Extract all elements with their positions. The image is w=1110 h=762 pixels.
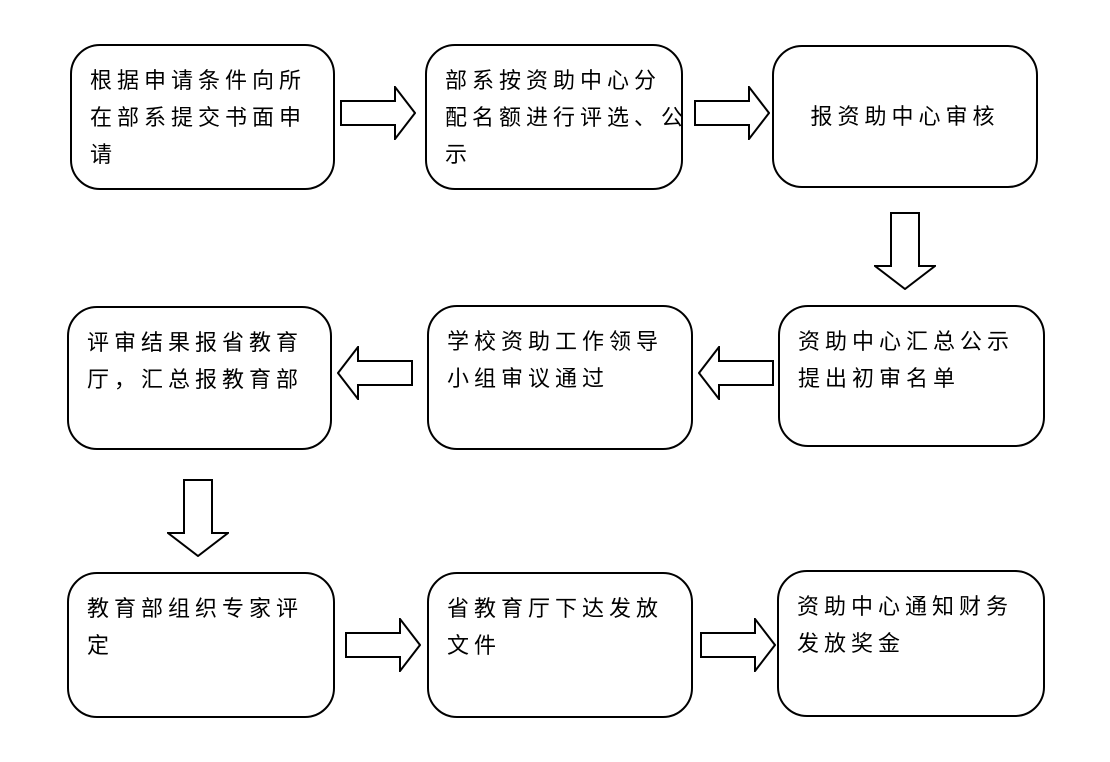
arrow-left-icon [336,344,413,402]
flow-node-school-group-review: 学校资助工作领导 小组审议通过 [427,305,693,450]
arrow-right-icon [345,616,422,674]
flow-node-report-to-center: 报资助中心审核 [772,45,1038,188]
flow-node-submit-application: 根据申请条件向所 在部系提交书面申 请 [70,44,335,190]
flow-node-label: 根据申请条件向所 在部系提交书面申 请 [90,68,307,167]
flow-node-label: 资助中心通知财务 发放奖金 [797,594,1014,656]
flow-node-label: 报资助中心审核 [810,104,1000,129]
flow-node-dept-selection: 部系按资助中心分 配名额进行评选、公 示 [425,44,683,190]
flow-node-moe-expert-evaluation: 教育部组织专家评 定 [67,572,335,718]
flow-node-label: 教育部组织专家评 定 [87,596,304,658]
flow-node-label: 部系按资助中心分 配名额进行评选、公 示 [445,68,689,167]
flow-node-label: 资助中心汇总公示 提出初审名单 [798,329,1015,391]
arrow-left-icon [697,344,774,402]
arrow-right-icon [340,84,417,142]
flow-node-label: 评审结果报省教育 厅，汇总报教育部 [87,330,304,392]
arrow-right-icon [700,616,777,674]
flow-node-provincial-issue-doc: 省教育厅下达发放 文件 [427,572,693,718]
arrow-down-icon [165,479,231,558]
flow-node-notify-finance: 资助中心通知财务 发放奖金 [777,570,1045,717]
arrow-right-icon [694,84,771,142]
flow-node-label: 学校资助工作领导 小组审议通过 [447,329,664,391]
flow-node-report-provincial: 评审结果报省教育 厅，汇总报教育部 [67,306,332,450]
flow-node-center-summary: 资助中心汇总公示 提出初审名单 [778,305,1045,447]
flow-node-label: 省教育厅下达发放 文件 [447,596,664,658]
arrow-down-icon [872,212,938,291]
